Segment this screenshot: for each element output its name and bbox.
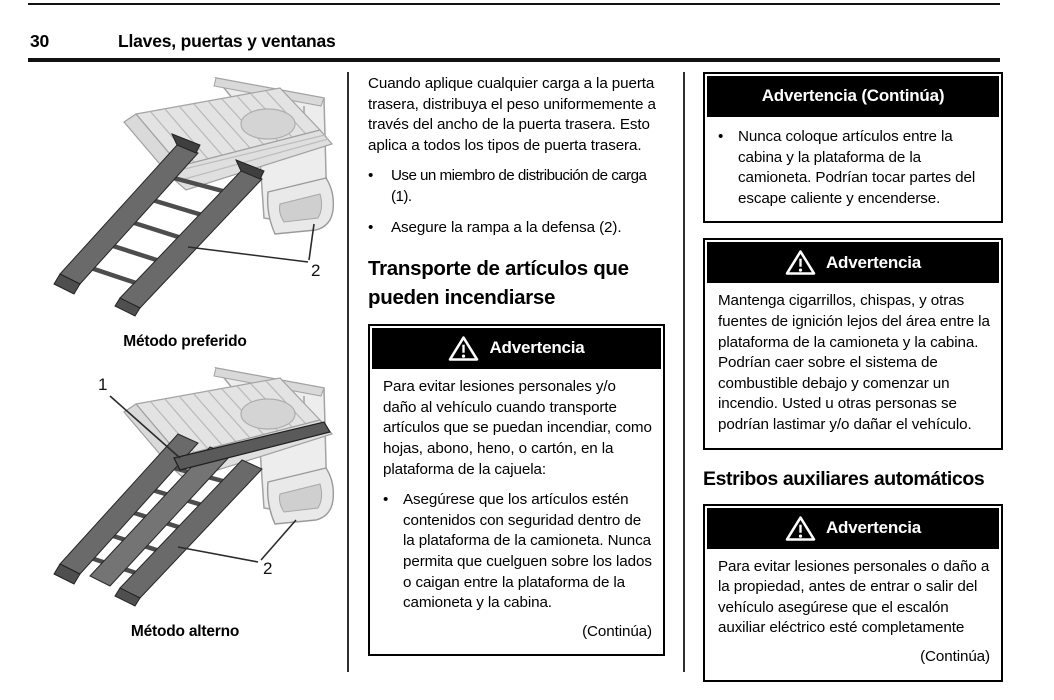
- warning-box-continued: Advertencia (Continúa) • Nunca coloque a…: [703, 72, 1003, 224]
- warning-title: Advertencia: [825, 517, 922, 537]
- callout-2-label: 2: [311, 261, 320, 280]
- warning-box-header: Advertencia: [707, 242, 999, 284]
- warning-box-body: Para evitar lesiones personales y/o daño…: [372, 369, 661, 652]
- preferred-method-illustration: 2: [53, 76, 335, 317]
- callout-line: [260, 519, 297, 561]
- warning-box-transport: Advertencia Para evitar lesiones persona…: [368, 324, 665, 657]
- warning-box-header: Advertencia: [372, 328, 661, 370]
- list-item-text: Use un miembro de distribución de carga …: [391, 167, 647, 205]
- section-heading-steps: Estribos auxiliares automáticos: [703, 467, 985, 490]
- section-title: Llaves, puertas y ventanas: [118, 31, 336, 51]
- warning-triangle-icon: [785, 515, 816, 541]
- preferred-method-caption: Método preferido: [123, 333, 247, 350]
- list-item: • Asegure la rampa a la defensa (2).: [368, 218, 665, 239]
- callout-line: [308, 223, 315, 261]
- warning-box-header: Advertencia (Continúa): [707, 76, 999, 117]
- loading-ramp: [53, 133, 265, 317]
- list-item: • Nunca coloque artículos entre la cabin…: [718, 127, 990, 209]
- section-heading-transport: Transporte de artículos que pueden incen…: [368, 257, 629, 309]
- warning-box-header: Advertencia: [707, 507, 999, 549]
- bullet-marker: •: [368, 218, 374, 236]
- load-distribution-member: [173, 421, 331, 471]
- middle-column: Cuando aplique cualquier carga a la puer…: [368, 74, 665, 657]
- alternate-method-illustration: 1 2: [53, 366, 335, 607]
- continuation-note: (Continúa): [582, 622, 652, 640]
- right-column: Advertencia (Continúa) • Nunca coloque a…: [703, 72, 1003, 682]
- warning-triangle-icon: [785, 250, 816, 276]
- warning-box-body: • Nunca coloque artículos entre la cabin…: [707, 117, 999, 219]
- bullet-marker: •: [718, 128, 724, 145]
- callout-line: [177, 546, 259, 563]
- warning-text: Mantenga cigarrillos, chispas, y otras f…: [718, 292, 990, 433]
- continuation-note: (Continúa): [920, 647, 990, 665]
- warning-title: Advertencia (Continúa): [761, 86, 945, 106]
- list-item-text: Asegure la rampa a la defensa (2).: [391, 218, 622, 236]
- loading-ramp: [53, 433, 263, 607]
- column-divider-right: [683, 72, 685, 672]
- list-item: • Asegúrese que los artículos estén cont…: [383, 490, 652, 614]
- page-number: 30: [30, 31, 50, 51]
- alternate-method-caption: Método alterno: [130, 623, 240, 640]
- warning-box-ignition: Advertencia Mantenga cigarrillos, chispa…: [703, 238, 1003, 450]
- list-item-text: Asegúrese que los artículos estén conten…: [403, 491, 652, 612]
- page-header: 30 Llaves, puertas y ventanas: [30, 31, 336, 52]
- warning-title: Advertencia: [489, 338, 585, 358]
- bullet-marker: •: [383, 491, 389, 509]
- callout-1-label: 1: [98, 375, 107, 394]
- warning-box-body: Para evitar lesiones personales o daño a…: [707, 549, 999, 678]
- warning-intro: Para evitar lesiones personales y/o daño…: [383, 378, 652, 478]
- warning-title: Advertencia: [825, 252, 922, 272]
- warning-triangle-icon: [449, 336, 479, 361]
- tailgate-load-paragraph: Cuando aplique cualquier carga a la puer…: [368, 75, 656, 154]
- warning-box-body: Mantenga cigarrillos, chispas, y otras f…: [707, 283, 999, 445]
- header-rule: [28, 58, 1000, 62]
- column-divider-left: [347, 72, 349, 672]
- preferred-method-figure: 2 Método preferido: [28, 72, 342, 351]
- list-item: • Use un miembro de distribución de carg…: [368, 166, 665, 207]
- alternate-method-figure: 1 2 Método alterno: [28, 362, 342, 641]
- bullet-marker: •: [368, 167, 374, 185]
- page-top-rule: [28, 3, 1000, 5]
- warning-text: Para evitar lesiones personales o daño a…: [718, 557, 990, 637]
- callout-line: [187, 246, 309, 263]
- callout-line: [109, 395, 181, 459]
- list-item-text: Nunca coloque artículos entre la cabina …: [738, 128, 976, 207]
- callout-2-label: 2: [263, 559, 272, 578]
- warning-box-steps: Advertencia Para evitar lesiones persona…: [703, 503, 1003, 682]
